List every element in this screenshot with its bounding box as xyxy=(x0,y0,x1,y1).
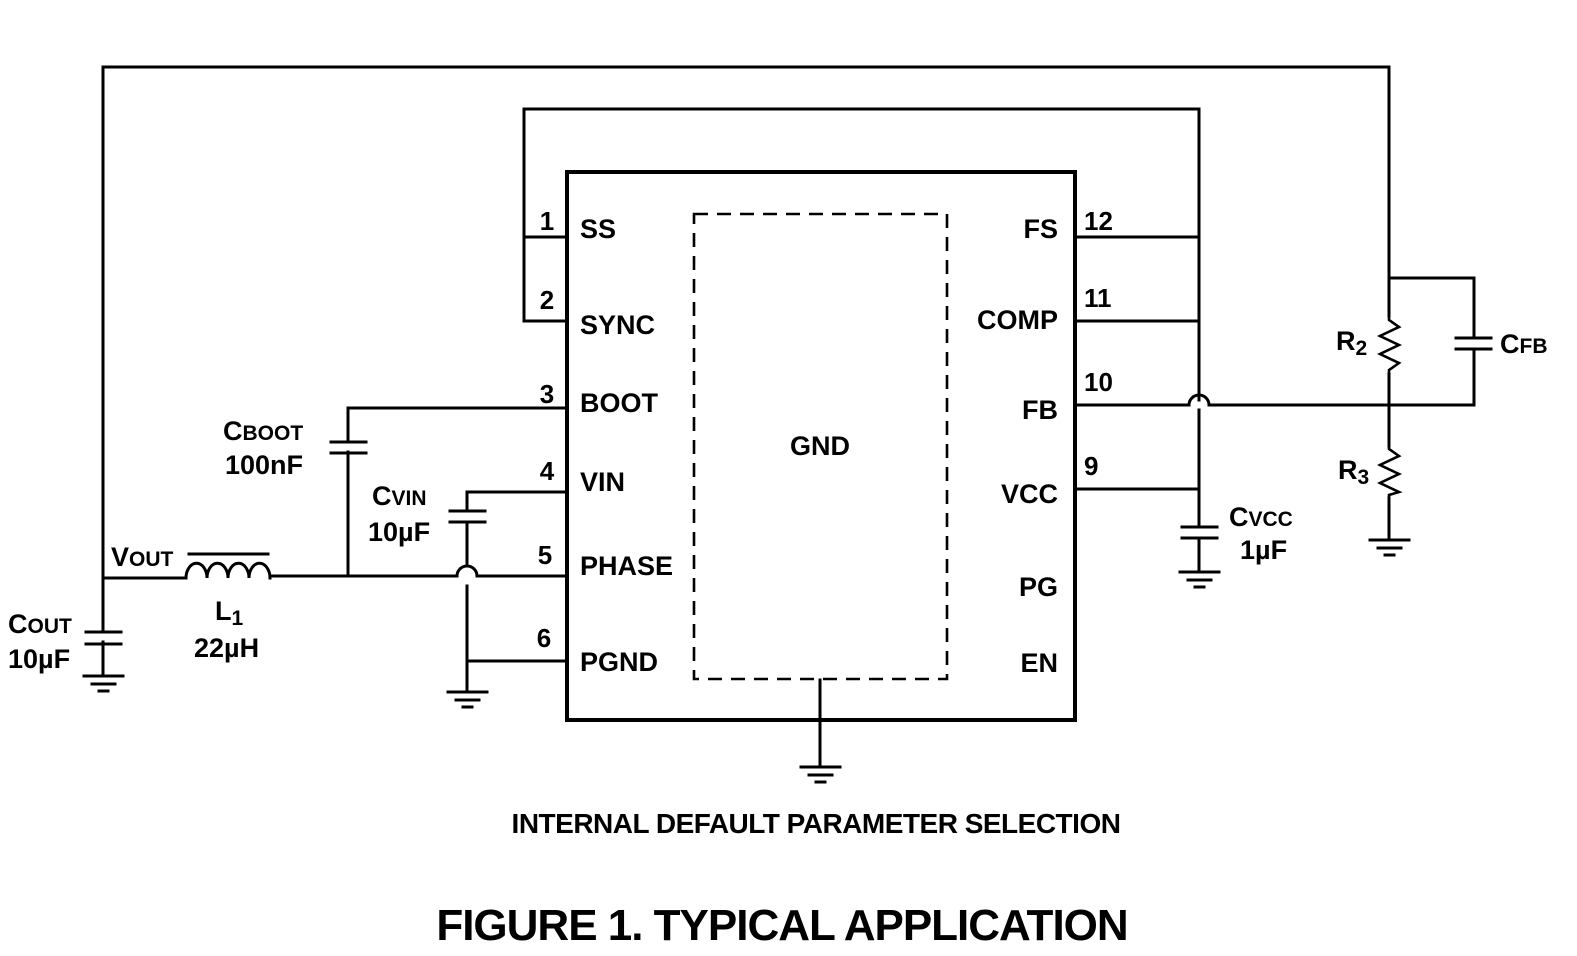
pin-number: 12 xyxy=(1084,206,1113,236)
wire-pin4-vin xyxy=(465,490,569,512)
pin-name: SYNC xyxy=(580,310,655,340)
value-l1: 22µH xyxy=(194,633,259,663)
wire-pin3-boot xyxy=(346,406,569,442)
ground-icon xyxy=(1368,538,1411,557)
capacitor-cvin xyxy=(448,509,487,524)
pin-number: 9 xyxy=(1084,451,1098,481)
label-cout: COUT xyxy=(8,609,72,639)
pin-name: PHASE xyxy=(580,551,673,581)
label-r2: R2 xyxy=(1336,326,1367,360)
pin-name: PGND xyxy=(580,647,658,677)
ground-icon xyxy=(799,678,842,784)
pin-name: SS xyxy=(580,214,616,244)
pin-number: 4 xyxy=(540,456,555,486)
label-cboot: CBOOT xyxy=(223,416,303,446)
capacitor-cfb xyxy=(1454,336,1493,351)
value-cout: 10µF xyxy=(8,644,70,674)
pin-number: 10 xyxy=(1084,367,1113,397)
label-l1: L1 xyxy=(215,596,244,630)
pin-name: VIN xyxy=(580,467,625,497)
resistor-r3 xyxy=(1376,446,1403,498)
pin-name: VCC xyxy=(1001,479,1058,509)
ic-gnd-label: GND xyxy=(790,431,850,461)
ic-body xyxy=(565,170,1077,722)
wire-vout-feedback xyxy=(101,65,1391,580)
label-cvin: CVIN xyxy=(372,481,427,511)
value-cvcc: 1µF xyxy=(1240,535,1287,565)
pin-name: FS xyxy=(1023,214,1058,244)
value-cboot: 100nF xyxy=(225,450,303,480)
pin-number: 2 xyxy=(540,285,554,315)
pin-number: 1 xyxy=(540,206,554,236)
ic-gnd-pad xyxy=(692,212,949,681)
pin-name: FB xyxy=(1022,395,1058,425)
label-r3: R3 xyxy=(1338,455,1369,489)
pin-name: PG xyxy=(1019,572,1058,602)
capacitor-cvcc xyxy=(1180,521,1219,574)
pin-number: 6 xyxy=(537,623,551,653)
value-cvin: 10µF xyxy=(368,517,430,547)
pin-name: COMP xyxy=(977,305,1058,335)
ground-icon xyxy=(1178,570,1221,589)
capacitor-cout xyxy=(84,630,123,646)
inductor-l1 xyxy=(184,552,272,580)
pin-name: BOOT xyxy=(580,388,659,418)
label-cvcc: CVCC xyxy=(1229,502,1293,532)
wire-ss-sync-loop xyxy=(522,107,1201,402)
pin-name: EN xyxy=(1020,648,1058,678)
ground-icon xyxy=(82,674,125,693)
pin-number: 5 xyxy=(538,540,552,570)
wire-pin5-phase xyxy=(270,564,569,578)
ground-icon xyxy=(446,690,489,709)
pin-number: 3 xyxy=(540,379,554,409)
figure-caption: INTERNAL DEFAULT PARAMETER SELECTION xyxy=(512,808,1121,839)
label-cfb: CFB xyxy=(1500,329,1548,359)
capacitor-cboot xyxy=(329,440,368,455)
label-vout: VOUT xyxy=(111,542,174,572)
figure-title: FIGURE 1. TYPICAL APPLICATION xyxy=(436,901,1127,950)
wire-cfb-top xyxy=(1387,276,1476,338)
resistor-r2 xyxy=(1376,316,1403,374)
pin-number: 11 xyxy=(1084,283,1112,313)
wire-pin10-fb xyxy=(1073,350,1476,407)
